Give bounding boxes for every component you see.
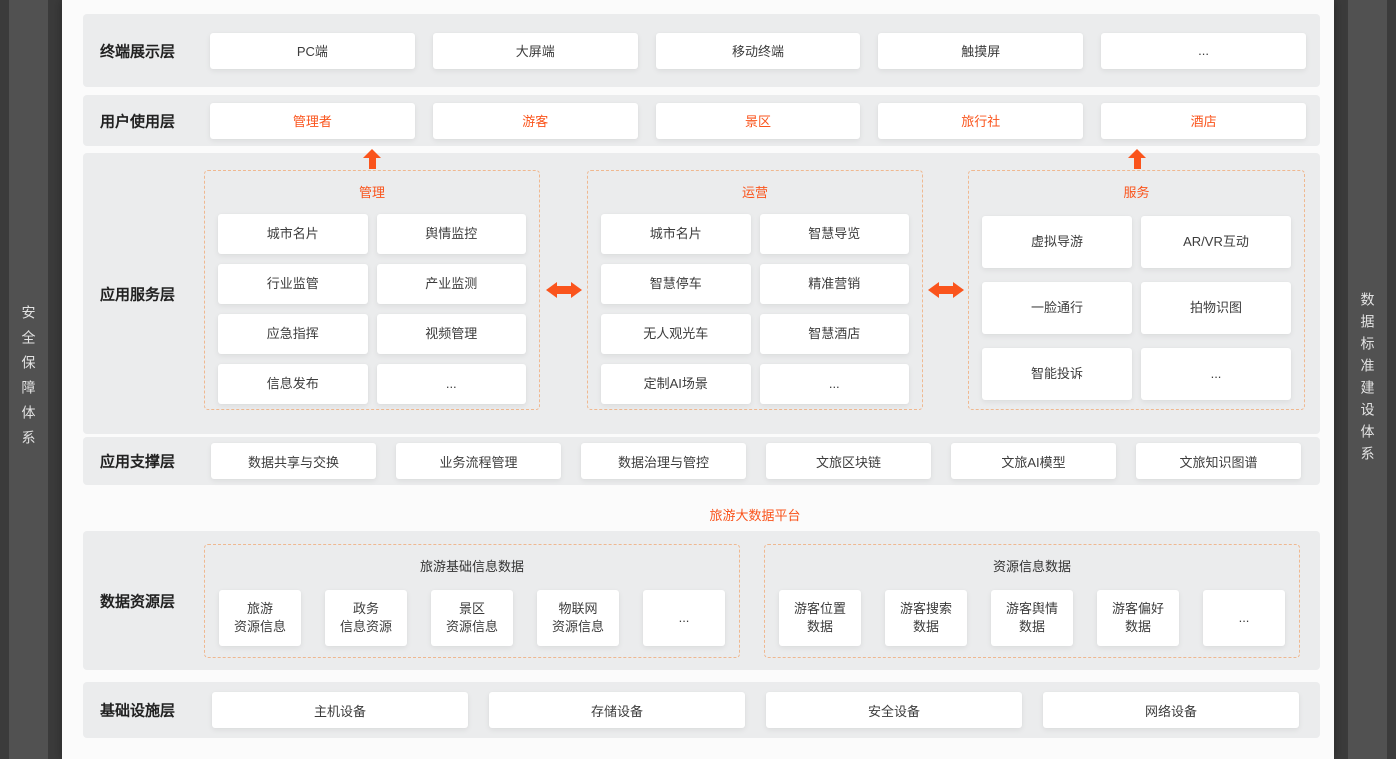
infrastructure-item: 存储设备 <box>489 692 745 728</box>
app-support-item: 数据共享与交换 <box>211 443 376 479</box>
user-item: 旅行社 <box>878 102 1084 139</box>
left-sidebar-title: 安全保障体系 <box>20 304 37 455</box>
group-management-title: 管理 <box>358 185 385 200</box>
layer-label-app-service: 应用服务层 <box>100 286 176 303</box>
terminal-box-row: PC端 大屏端 移动终端 触摸屏 ... <box>210 32 1306 69</box>
double-arrow-management-operation <box>546 282 582 298</box>
management-item: 应急指挥 <box>218 314 368 354</box>
management-item: 产业监测 <box>376 264 526 304</box>
service-item: AR/VR互动 <box>1141 216 1291 268</box>
user-item: 酒店 <box>1101 102 1306 139</box>
management-item: 行业监管 <box>218 264 368 304</box>
layer-label-app-support: 应用支撑层 <box>100 453 176 471</box>
operation-item: 智慧酒店 <box>759 314 909 354</box>
layer-infrastructure: 基础设施层 主机设备 存储设备 安全设备 网络设备 <box>83 682 1320 738</box>
management-item: 城市名片 <box>218 214 368 254</box>
platform-caption: 旅游大数据平台 <box>709 508 801 523</box>
operation-item: 无人观光车 <box>601 314 751 354</box>
layer-label-terminal: 终端展示层 <box>100 43 176 60</box>
group-service-grid: 虚拟导游 AR/VR互动 一脸通行 拍物识图 智能投诉 ... <box>982 216 1291 400</box>
terminal-item: PC端 <box>210 32 415 69</box>
user-box-row: 管理者 游客 景区 旅行社 酒店 <box>210 102 1306 139</box>
group-operation-title: 运营 <box>741 185 768 200</box>
layer-app-support: 应用支撑层 数据共享与交换 业务流程管理 数据治理与管控 文旅区块链 文旅AI模… <box>83 437 1320 485</box>
resource-data-item: ... <box>1203 590 1285 646</box>
operation-item: ... <box>759 364 909 404</box>
operation-item: 定制AI场景 <box>601 364 751 404</box>
basic-data-item: ... <box>643 590 725 646</box>
basic-data-item: 旅游 资源信息 <box>219 590 301 646</box>
terminal-item: ... <box>1101 32 1306 69</box>
operation-item: 精准营销 <box>759 264 909 304</box>
group-operation: 运营 城市名片 智慧导览 智慧停车 精准营销 无人观光车 智慧酒店 定制AI场景… <box>587 170 923 410</box>
group-resource-data: 资源信息数据 游客位置 数据 游客搜索 数据 游客舆情 数据 游客偏好 数据 .… <box>764 544 1300 658</box>
right-sidebar: 数据标准建设体系 <box>1348 0 1387 759</box>
app-support-item: 文旅知识图谱 <box>1136 443 1301 479</box>
service-item: 智能投诉 <box>982 348 1132 400</box>
group-management-grid: 城市名片 舆情监控 行业监管 产业监测 应急指挥 视频管理 信息发布 ... <box>218 214 526 404</box>
management-item: ... <box>376 364 526 404</box>
management-item: 视频管理 <box>376 314 526 354</box>
user-item: 游客 <box>432 102 638 139</box>
service-item: 拍物识图 <box>1141 282 1291 334</box>
layer-label-infrastructure: 基础设施层 <box>100 702 176 720</box>
terminal-item: 移动终端 <box>655 32 861 69</box>
arrow-bar <box>556 286 572 294</box>
operation-item: 智慧导览 <box>759 214 909 254</box>
group-service-title: 服务 <box>1123 185 1150 200</box>
infrastructure-box-row: 主机设备 存储设备 安全设备 网络设备 <box>212 692 1299 728</box>
service-item: 一脸通行 <box>982 282 1132 334</box>
terminal-item: 大屏端 <box>432 32 638 69</box>
service-item: ... <box>1141 348 1291 400</box>
arrow-head <box>363 149 381 158</box>
app-support-item: 文旅AI模型 <box>951 443 1116 479</box>
resource-data-item: 游客搜索 数据 <box>885 590 967 646</box>
infrastructure-item: 安全设备 <box>766 692 1022 728</box>
arrow-stem <box>368 158 376 169</box>
service-item: 虚拟导游 <box>982 216 1132 268</box>
app-support-box-row: 数据共享与交换 业务流程管理 数据治理与管控 文旅区块链 文旅AI模型 文旅知识… <box>211 443 1301 479</box>
group-management: 管理 城市名片 舆情监控 行业监管 产业监测 应急指挥 视频管理 信息发布 ..… <box>204 170 540 410</box>
management-item: 信息发布 <box>218 364 368 404</box>
operation-item: 智慧停车 <box>601 264 751 304</box>
app-support-item: 数据治理与管控 <box>581 443 746 479</box>
app-support-item: 业务流程管理 <box>396 443 561 479</box>
layer-app-service: 应用服务层 管理 城市名片 舆情监控 行业监管 产业监测 应急指挥 视频管理 信… <box>83 153 1320 434</box>
layer-terminal-display: 终端展示层 PC端 大屏端 移动终端 触摸屏 ... <box>83 14 1320 87</box>
arrow-stem <box>1133 158 1141 169</box>
app-support-item: 文旅区块链 <box>766 443 931 479</box>
user-item: 管理者 <box>210 102 415 139</box>
left-sidebar: 安全保障体系 <box>9 0 48 759</box>
group-resource-data-grid: 游客位置 数据 游客搜索 数据 游客舆情 数据 游客偏好 数据 ... <box>779 590 1285 646</box>
basic-data-item: 政务 信息资源 <box>325 590 407 646</box>
group-basic-data-grid: 旅游 资源信息 政务 信息资源 景区 资源信息 物联网 资源信息 ... <box>219 590 725 646</box>
layer-data-resource: 数据资源层 旅游基础信息数据 旅游 资源信息 政务 信息资源 景区 资源信息 物… <box>83 531 1320 670</box>
resource-data-item: 游客位置 数据 <box>779 590 861 646</box>
group-basic-data: 旅游基础信息数据 旅游 资源信息 政务 信息资源 景区 资源信息 物联网 资源信… <box>204 544 740 658</box>
arrow-head <box>1128 149 1146 158</box>
arrow-bar <box>938 286 954 294</box>
resource-data-item: 游客舆情 数据 <box>991 590 1073 646</box>
management-item: 舆情监控 <box>376 214 526 254</box>
infrastructure-item: 主机设备 <box>212 692 468 728</box>
group-basic-data-title: 旅游基础信息数据 <box>419 559 524 574</box>
basic-data-item: 景区 资源信息 <box>431 590 513 646</box>
up-arrow-management <box>363 149 381 169</box>
layer-user: 用户使用层 管理者 游客 景区 旅行社 酒店 <box>83 95 1320 146</box>
terminal-item: 触摸屏 <box>878 32 1084 69</box>
operation-item: 城市名片 <box>601 214 751 254</box>
layer-label-user: 用户使用层 <box>100 113 176 130</box>
double-arrow-operation-service <box>928 282 964 298</box>
infrastructure-item: 网络设备 <box>1043 692 1299 728</box>
user-item: 景区 <box>655 102 861 139</box>
right-sidebar-title: 数据标准建设体系 <box>1359 291 1376 468</box>
layer-label-data-resource: 数据资源层 <box>100 593 176 610</box>
up-arrow-service <box>1128 149 1146 169</box>
group-resource-data-title: 资源信息数据 <box>992 559 1071 574</box>
group-operation-grid: 城市名片 智慧导览 智慧停车 精准营销 无人观光车 智慧酒店 定制AI场景 ..… <box>601 214 909 404</box>
basic-data-item: 物联网 资源信息 <box>537 590 619 646</box>
resource-data-item: 游客偏好 数据 <box>1097 590 1179 646</box>
group-service: 服务 虚拟导游 AR/VR互动 一脸通行 拍物识图 智能投诉 ... <box>968 170 1305 410</box>
